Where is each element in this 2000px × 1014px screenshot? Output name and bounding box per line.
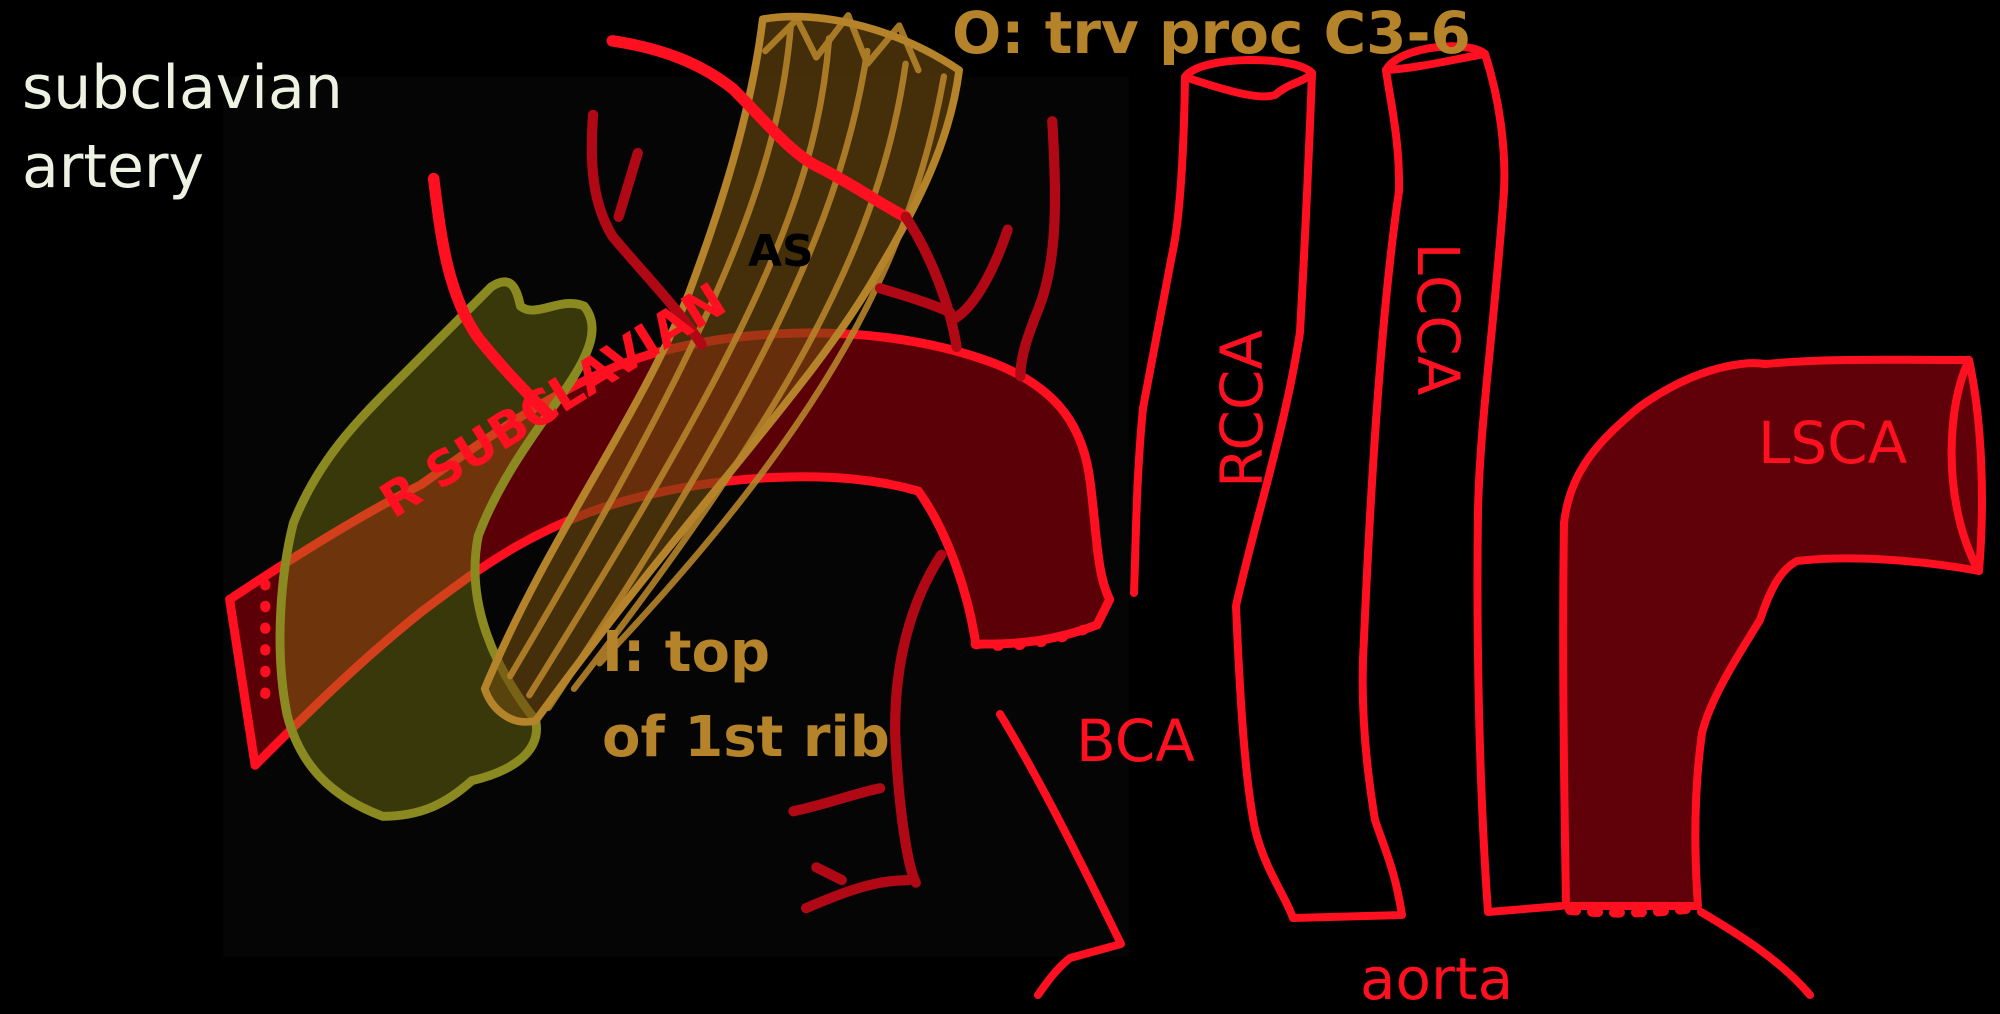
origin-label: O: trv proc C3-6 [952,0,1471,67]
rcca-vessel [1130,66,1406,922]
lsca-end-opening [1947,356,1983,575]
bca-label: BCA [1076,707,1195,775]
anterior-scalene-label: AS [748,226,814,277]
insertion-label-line-1: I: top [602,620,771,685]
lsca-label: LSCA [1758,409,1908,477]
dotted-line-bca [970,617,1105,651]
rcca-label: RCCA [1208,329,1276,489]
lsca-vessel [1559,355,1986,910]
rcca-top-opening [1181,55,1316,101]
bca-vessel [996,710,1125,999]
aorta-label: aorta [1360,945,1514,1013]
r-subclavian-vessel [225,328,1115,770]
bright-branches [427,35,912,421]
title-line-1: subclavian [22,53,343,123]
lcca-right-wall [1473,50,1565,916]
insertion-label-line-2: of 1st rib [602,705,890,770]
dark-branches [586,109,1061,914]
muscle-fibers [507,12,948,712]
title-line-2: artery [22,132,205,202]
aorta-right-wall [1697,908,1814,999]
lcca-label: LCCA [1404,242,1472,396]
lsca-dotted-base [1565,903,1701,918]
